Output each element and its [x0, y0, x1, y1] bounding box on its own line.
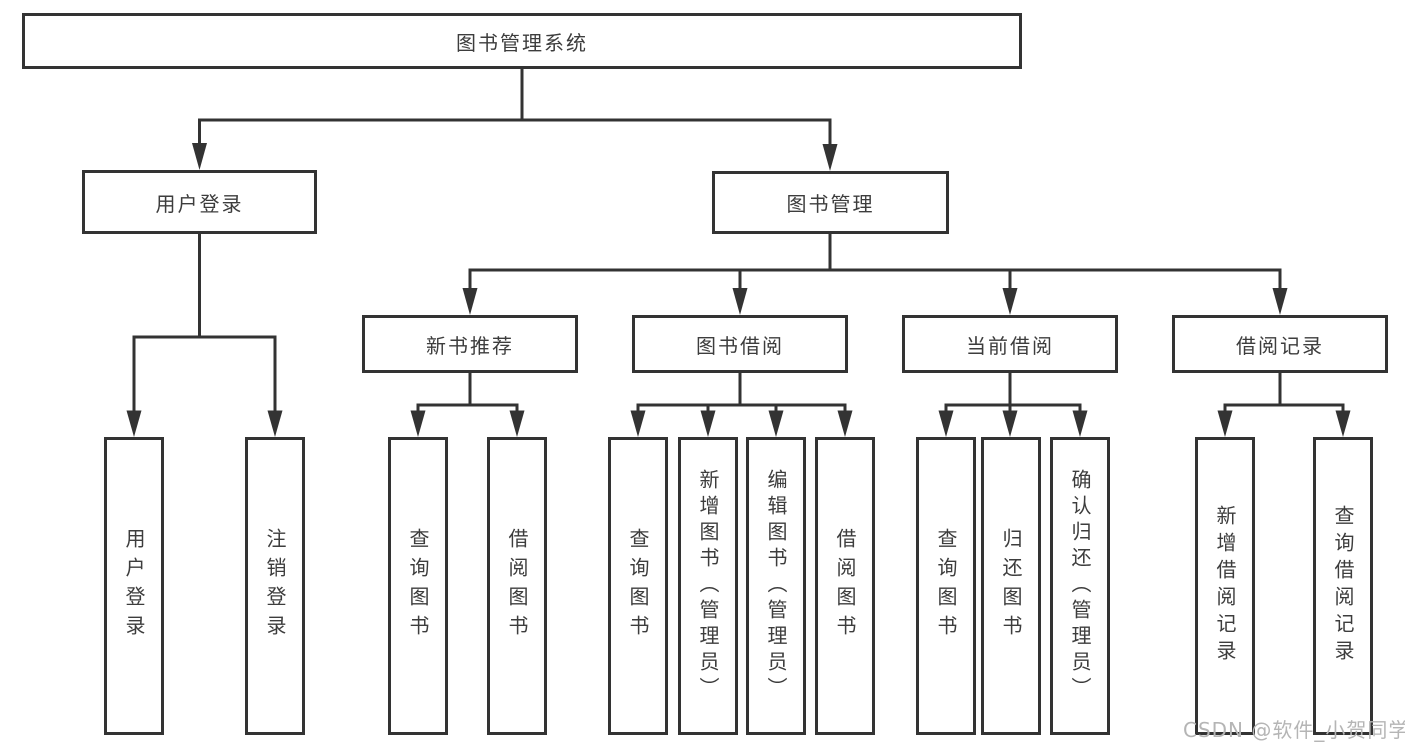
leaf-user-login-label: 用户登录: [122, 528, 146, 644]
leaf-br-query-record-label: 查询借阅记录: [1331, 505, 1355, 667]
leaf-cb-query-books-label: 查询图书: [934, 528, 958, 644]
leaf-nb-borrow-books-label: 借阅图书: [505, 528, 529, 644]
leaf-nb-query-books: 查询图书: [388, 437, 448, 735]
leaf-cb-return-books: 归还图书: [981, 437, 1041, 735]
leaf-logout-label: 注销登录: [263, 528, 287, 644]
leaf-br-add-record-label: 新增借阅记录: [1213, 505, 1237, 667]
node-new-book-recommend: 新书推荐: [362, 315, 578, 373]
leaf-bb-borrow-books-label: 借阅图书: [833, 528, 857, 644]
leaf-bb-query-books: 查询图书: [608, 437, 668, 735]
watermark: CSDN @软件_小贺同学: [1183, 718, 1405, 742]
leaf-nb-borrow-books: 借阅图书: [487, 437, 547, 735]
leaf-bb-borrow-books: 借阅图书: [815, 437, 875, 735]
node-book-borrow: 图书借阅: [632, 315, 848, 373]
leaf-br-query-record: 查询借阅记录: [1313, 437, 1373, 735]
leaf-bb-add-books-admin: 新增图书（管理员）: [678, 437, 738, 735]
node-book-management: 图书管理: [712, 171, 949, 234]
leaf-user-login: 用户登录: [104, 437, 164, 735]
leaf-bb-add-books-admin-label: 新增图书（管理员）: [696, 469, 720, 703]
node-root-library-system: 图书管理系统: [22, 13, 1022, 69]
leaf-cb-confirm-return-admin: 确认归还（管理员）: [1050, 437, 1110, 735]
leaf-bb-query-books-label: 查询图书: [626, 528, 650, 644]
leaf-cb-confirm-return-admin-label: 确认归还（管理员）: [1068, 469, 1092, 703]
node-user-login: 用户登录: [82, 170, 317, 234]
leaf-nb-query-books-label: 查询图书: [406, 528, 430, 644]
leaf-bb-edit-books-admin-label: 编辑图书（管理员）: [764, 469, 788, 703]
node-current-borrow: 当前借阅: [902, 315, 1118, 373]
leaf-logout: 注销登录: [245, 437, 305, 735]
node-borrow-records: 借阅记录: [1172, 315, 1388, 373]
leaf-bb-edit-books-admin: 编辑图书（管理员）: [746, 437, 806, 735]
leaf-cb-query-books: 查询图书: [916, 437, 976, 735]
leaf-br-add-record: 新增借阅记录: [1195, 437, 1255, 735]
leaf-cb-return-books-label: 归还图书: [999, 528, 1023, 644]
